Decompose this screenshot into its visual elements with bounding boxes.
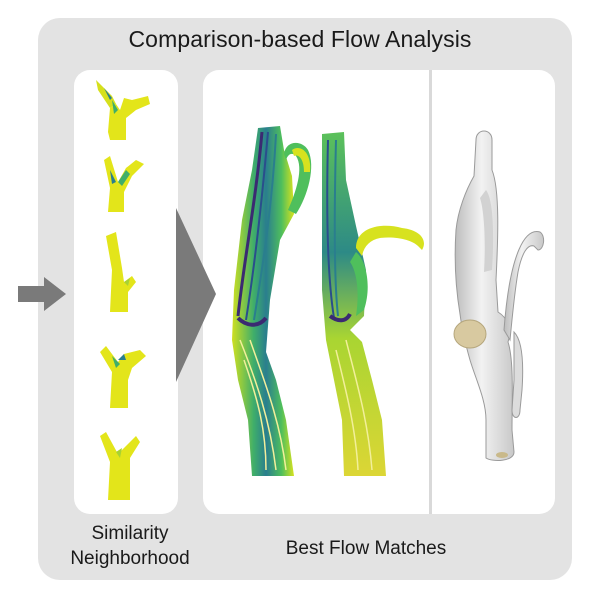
neighborhood-thumbnail-2 (104, 156, 144, 212)
neighborhood-thumbnail-1 (96, 80, 150, 140)
vessel-geometry (453, 130, 545, 461)
best-flow-matches-caption: Best Flow Matches (285, 538, 447, 559)
neighborhood-thumbnail-5 (100, 432, 140, 500)
flow-match-2 (322, 132, 424, 476)
similarity-neighborhood-caption: Similarity Neighborhood (50, 521, 210, 571)
select-label: Select (158, 269, 178, 321)
input-arrow-icon (18, 277, 66, 311)
figure-title: Comparison-based Flow Analysis (128, 26, 472, 52)
neighborhood-thumbnail-3 (106, 232, 136, 312)
flow-match-1 (232, 126, 312, 476)
select-arrow-icon (176, 208, 216, 382)
matches-divider (429, 70, 432, 514)
caption-line-1: Similarity (91, 523, 169, 544)
neighborhood-thumbnail-4 (100, 346, 146, 408)
caption-line-2: Neighborhood (70, 548, 190, 569)
